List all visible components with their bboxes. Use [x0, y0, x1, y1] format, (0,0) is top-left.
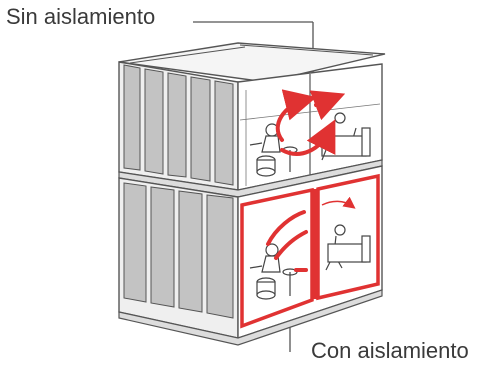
- upper-floor-facade: [118, 61, 239, 191]
- lower-floor-facade: [118, 177, 239, 339]
- upper-room-cutaway: [237, 63, 383, 191]
- sound-wave-lower-faint: [321, 196, 356, 209]
- sound-wave-lower: [266, 210, 308, 272]
- label-without-insulation: Sin aislamiento: [6, 4, 156, 29]
- lower-room-cutaway: [237, 165, 383, 339]
- insulation-outline-left: [240, 187, 314, 329]
- listener-icon: [325, 224, 371, 271]
- drummer-icon: [249, 243, 298, 300]
- insulation-outline-right: [316, 173, 380, 301]
- sound-wave-upper: [275, 89, 346, 156]
- building-roof: [118, 42, 386, 83]
- building-base: [118, 289, 383, 346]
- label-with-insulation: Con aislamiento: [311, 338, 469, 363]
